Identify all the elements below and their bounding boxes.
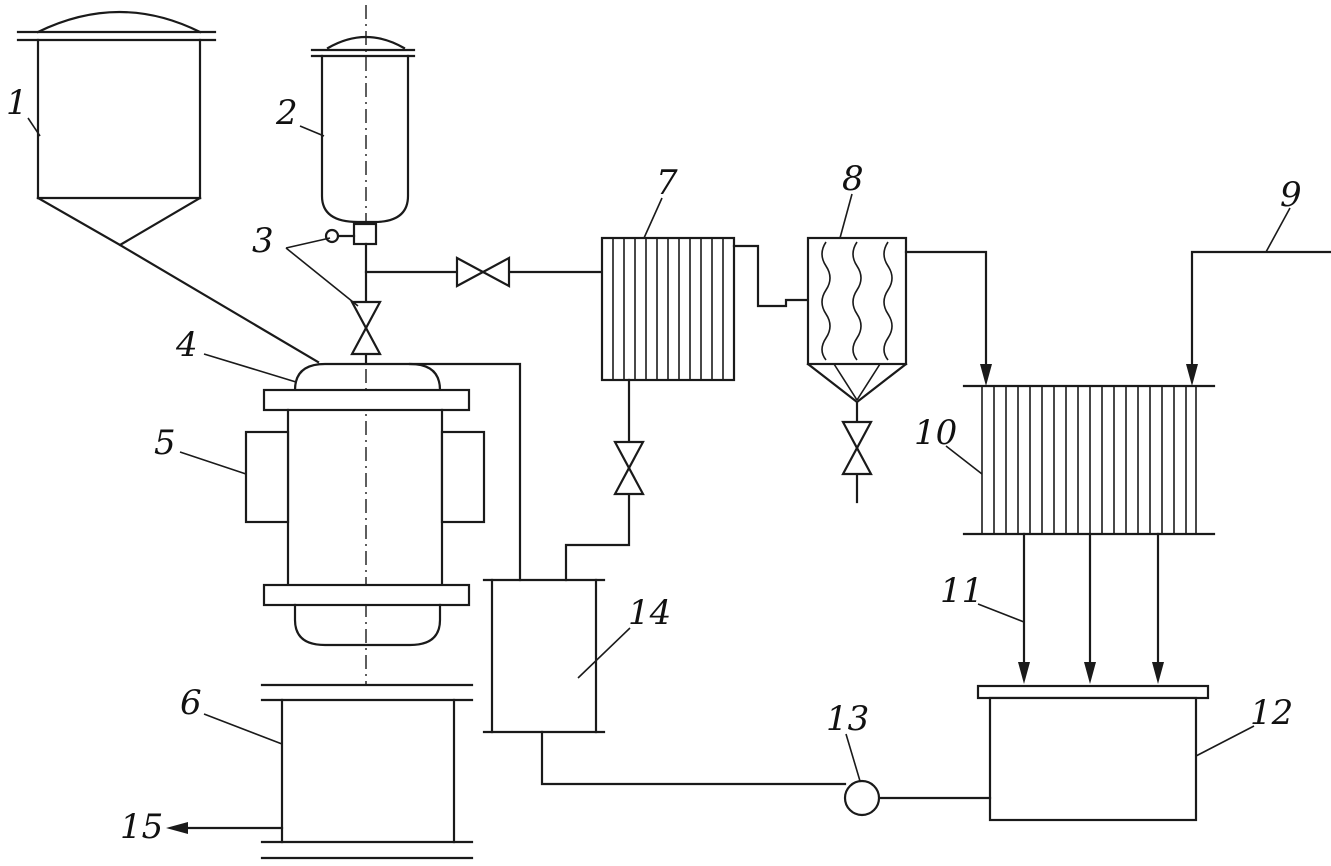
label-12: 12 — [1250, 693, 1293, 733]
valve-3 — [350, 300, 382, 356]
arrow-into-10-right — [1186, 364, 1198, 386]
leader-7 — [643, 197, 663, 239]
label-6: 6 — [180, 683, 202, 723]
feed-hopper — [16, 10, 217, 247]
leader-6 — [203, 713, 283, 745]
pipe-condenser-to-separator — [732, 244, 810, 308]
leader-14 — [577, 627, 631, 679]
label-4: 4 — [175, 325, 198, 365]
leader-9 — [1265, 207, 1291, 253]
label-9: 9 — [1280, 175, 1302, 215]
heating-jacket — [244, 430, 486, 524]
leader-11 — [977, 603, 1025, 623]
condenser — [600, 236, 736, 382]
label-7: 7 — [656, 163, 678, 203]
label-1: 1 — [6, 83, 28, 123]
leader-12 — [1195, 725, 1255, 757]
arrow-into-10-left — [980, 364, 992, 386]
intermediate-tank-14 — [482, 578, 606, 734]
leader-13 — [845, 733, 861, 782]
pump-13 — [843, 779, 881, 817]
leader-1 — [27, 117, 41, 137]
receiver-tank — [260, 683, 474, 860]
outlet-15-arrow — [166, 822, 188, 834]
reagent-vessel — [310, 35, 416, 246]
separator — [806, 236, 908, 504]
collection-tank-12 — [976, 684, 1210, 822]
label-15: 15 — [120, 807, 163, 847]
hopper-feed-chute — [118, 243, 320, 364]
label-8: 8 — [842, 159, 864, 199]
leader-4 — [203, 353, 297, 383]
valve-condenser — [613, 440, 645, 496]
pipe-separator-to-reactor10 — [904, 250, 988, 374]
label-2: 2 — [275, 93, 298, 133]
pipe-reactor-to-tank — [408, 362, 522, 582]
label-10: 10 — [914, 413, 957, 453]
leader-5 — [179, 451, 247, 475]
label-11: 11 — [940, 571, 983, 611]
label-5: 5 — [154, 423, 176, 463]
flows-11 — [1018, 532, 1164, 684]
label-14: 14 — [628, 593, 671, 633]
tubular-reactor-10 — [962, 384, 1216, 536]
reactor — [262, 362, 471, 647]
label-13: 13 — [826, 699, 869, 739]
feed-9-line — [1190, 250, 1331, 374]
label-3: 3 — [252, 221, 274, 261]
leader-8 — [839, 193, 853, 239]
leader-3b — [285, 247, 359, 307]
valve-separator-drain — [841, 420, 873, 476]
pipe-condenser-to-tank — [564, 378, 631, 582]
leader-2 — [299, 125, 325, 137]
leader-10 — [945, 445, 983, 475]
pipe-pump-to-tank14 — [540, 730, 847, 786]
leader-3a — [285, 237, 331, 249]
valve-horizontal — [455, 256, 511, 288]
